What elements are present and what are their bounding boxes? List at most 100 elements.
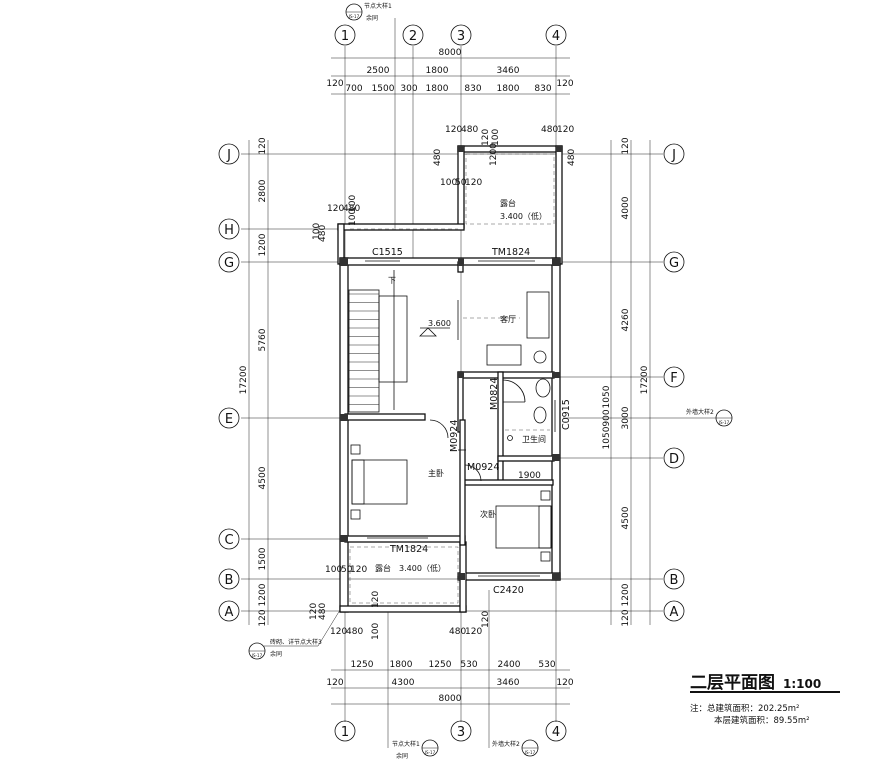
svg-text:4: 4 [552,725,560,740]
staircase: 下 [348,270,408,413]
svg-text:120: 120 [557,125,574,135]
callout-detail-1-bottom: JS-17 节点大样1 余同 [387,612,439,760]
svg-text:1200: 1200 [621,583,631,606]
svg-text:120: 120 [326,678,343,688]
svg-text:700: 700 [345,84,362,94]
axis-bubble-J-right: J [663,143,685,165]
svg-text:120: 120 [330,627,347,637]
room-label-second-bed: 次卧 [480,509,496,519]
axis-bubble-2-top: 2 [402,24,424,46]
svg-text:余同: 余同 [366,14,378,22]
svg-text:480: 480 [461,125,478,135]
opening-M0924-a: M0924 [449,420,460,452]
opening-TM1824-top: TM1824 [491,247,530,258]
opening-C0915: C0915 [561,399,572,430]
svg-text:J: J [671,148,676,163]
svg-text:100: 100 [348,195,358,212]
svg-text:H: H [224,223,234,238]
dimension-chain-top: 8000 120 2500 1800 3460 120 700 1500 300… [326,48,574,95]
opening-C2420: C2420 [493,585,524,596]
svg-text:17200: 17200 [239,365,249,394]
svg-text:1900: 1900 [518,471,541,481]
level-marker: 3.600 [419,319,451,337]
opening-M0924-b: M0924 [467,462,499,473]
svg-text:1250: 1250 [429,660,452,670]
axis-bubble-G-left: G [218,251,240,273]
room-label-master-bed: 主卧 [428,468,444,478]
svg-text:120: 120 [556,678,573,688]
svg-text:JS-17: JS-17 [424,750,436,755]
svg-text:砖砌、详节点大样3: 砖砌、详节点大样3 [270,638,322,646]
axis-bubble-1-bottom: 1 [334,720,356,742]
axis-bubble-H-left: H [218,218,240,240]
svg-text:120: 120 [465,178,482,188]
svg-text:1050: 1050 [602,385,612,408]
area-notes: 注：总建筑面积：202.25m² 本层建筑面积：89.55m² [690,703,890,727]
svg-text:480: 480 [346,627,363,637]
svg-text:530: 530 [538,660,555,670]
svg-text:外墙大样2: 外墙大样2 [492,740,520,748]
svg-text:1500: 1500 [372,84,395,94]
svg-text:120: 120 [621,609,631,626]
svg-text:100: 100 [325,565,342,575]
svg-text:100: 100 [440,178,457,188]
svg-text:480: 480 [541,125,558,135]
windows [365,260,556,577]
svg-text:1250: 1250 [351,660,374,670]
axis-bubble-F-right: F [663,366,685,388]
svg-text:480: 480 [318,225,328,242]
svg-text:480: 480 [433,149,443,166]
svg-text:下: 下 [388,276,396,285]
svg-text:120: 120 [556,79,573,89]
opening-C1515: C1515 [372,247,403,258]
svg-text:120: 120 [258,609,268,626]
svg-text:D: D [669,452,679,467]
room-label-bathroom: 卫生间 [522,434,546,444]
callout-exterior-wall-2-bottom: JS-17 外墙大样2 [488,590,539,757]
svg-text:120: 120 [465,627,482,637]
bed-master [350,444,408,520]
svg-text:1200: 1200 [489,143,499,166]
svg-text:B: B [225,573,234,588]
title-underline [690,691,840,693]
svg-text:G: G [669,256,679,271]
svg-text:节点大样1: 节点大样1 [364,2,392,10]
svg-text:17200: 17200 [640,365,650,394]
doors [429,379,526,482]
svg-text:外墙大样2: 外墙大样2 [686,408,714,416]
svg-text:B: B [670,573,679,588]
svg-text:120: 120 [326,79,343,89]
svg-text:节点大样1: 节点大样1 [392,740,420,748]
svg-text:A: A [225,605,234,620]
svg-text:1050: 1050 [602,426,612,449]
svg-text:120: 120 [481,611,491,628]
svg-text:A: A [670,605,679,620]
axis-bubble-B-left: B [218,568,240,590]
svg-text:530: 530 [460,660,477,670]
svg-text:300: 300 [400,84,417,94]
axis-bubble-B-right: B [663,568,685,590]
svg-text:E: E [225,412,233,427]
svg-text:F: F [670,371,677,386]
area-note-total: 注：总建筑面积：202.25m² [690,704,800,714]
svg-text:830: 830 [534,84,551,94]
svg-text:120: 120 [621,137,631,154]
svg-text:1800: 1800 [390,660,413,670]
axis-bubble-4-bottom: 4 [545,720,567,742]
svg-text:100: 100 [491,129,501,146]
svg-text:2500: 2500 [367,66,390,76]
dimension-chain-left: 17200 120 2800 1200 5760 4500 1500 1200 … [239,137,269,627]
svg-text:480: 480 [343,204,360,214]
small-dimensions: 120 480 120 100 480 120 480 480 100 50 1… [309,125,577,640]
svg-text:JS-17: JS-17 [718,420,730,425]
axis-bubble-D-right: D [663,447,685,469]
svg-text:1200: 1200 [258,583,268,606]
svg-text:120: 120 [371,591,381,608]
room-label-terrace-bottom: 露台 [375,563,391,573]
svg-text:2: 2 [409,29,417,44]
svg-text:5760: 5760 [258,328,268,351]
svg-text:1500: 1500 [258,547,268,570]
svg-text:余同: 余同 [396,752,408,760]
callout-exterior-wall-2-right: JS-17 外墙大样2 [563,408,733,427]
